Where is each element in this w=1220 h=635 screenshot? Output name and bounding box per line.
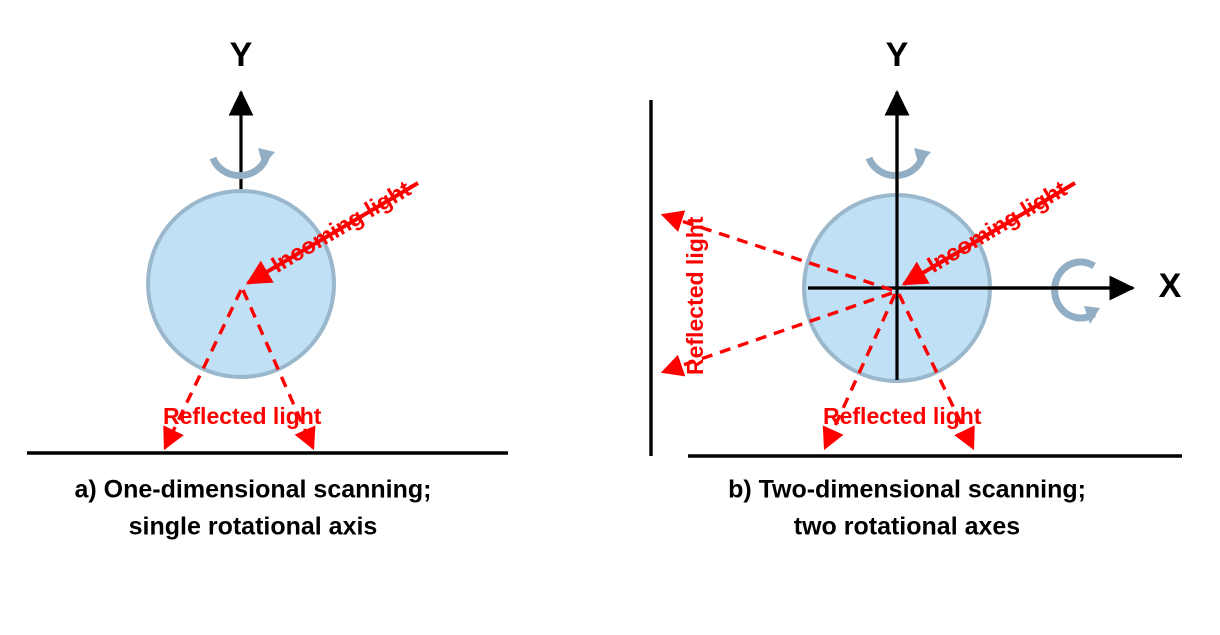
y-rotation-arrow-head <box>258 148 275 166</box>
panel-b-x-rotation-arrow-head <box>1084 306 1100 324</box>
panel-a-y-axis-label: Y <box>230 36 253 74</box>
panel-a-reflected-light-label: Reflected light <box>163 403 322 429</box>
panel-b-reflected-light-down-right-ray <box>897 293 975 451</box>
panel-a-y-rotation-arc-icon <box>209 148 275 180</box>
panel-b: Y X Incomi <box>649 36 1182 541</box>
panel-b-reflected-light-label-horizontal: Reflected light <box>823 403 982 429</box>
panel-a-caption-line-2: single rotational axis <box>129 513 378 541</box>
panel-a-caption-line-1: a) One-dimensional scanning; <box>75 476 432 504</box>
y-rotation-arc-path <box>209 156 270 180</box>
panel-b-reflected-light-up-left-ray <box>660 210 893 292</box>
panel-b-x-axis-label: X <box>1159 267 1182 305</box>
panel-a-incoming-light-ray <box>245 181 420 285</box>
panel-b-reflected-light-down-left-ray <box>822 293 897 451</box>
panel-b-y-axis-label: Y <box>886 36 909 74</box>
panel-b-x-rotation-arc-path <box>1051 258 1096 322</box>
panel-a-reflected-light-left-ray <box>163 289 243 451</box>
panel-a-reflected-light-right-ray <box>241 289 316 451</box>
panel-a: Y Incoming light Reflected light a) <box>27 36 508 541</box>
panel-b-caption-line-2: two rotational axes <box>794 513 1020 541</box>
panel-b-y-rotation-arrow-head <box>914 148 931 166</box>
panel-b-y-rotation-arc-icon <box>865 148 931 180</box>
panel-b-caption-line-1: b) Two-dimensional scanning; <box>728 476 1086 504</box>
panel-b-reflected-light-side-left-ray <box>660 291 893 377</box>
panel-a-sample-sphere <box>146 189 336 379</box>
panel-b-incoming-light-ray <box>901 181 1077 286</box>
panel-b-reflected-light-label-vertical: Reflected light <box>682 216 708 375</box>
panel-b-x-rotation-arc-icon <box>1051 258 1100 324</box>
